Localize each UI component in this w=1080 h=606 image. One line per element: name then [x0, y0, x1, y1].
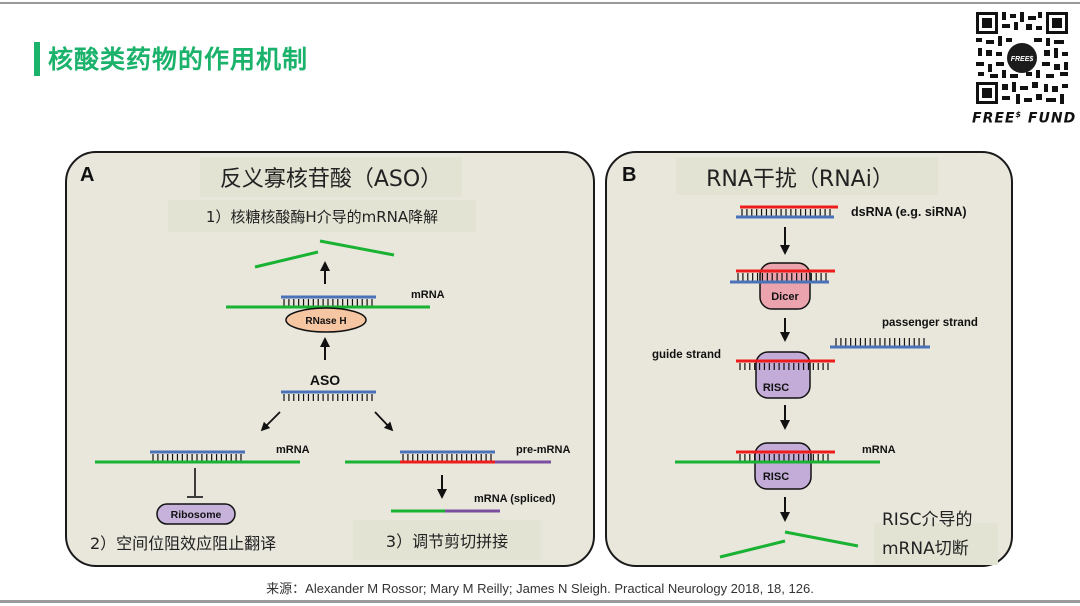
page-title: 核酸类药物的作用机制 — [48, 45, 309, 74]
qr-code-icon: FREE$ — [974, 10, 1070, 106]
cleaved-mrna-fragment — [319, 239, 395, 257]
base-pair-ticks — [283, 299, 373, 306]
rnase-h-label: RNase H — [305, 316, 346, 327]
cleavage-label-bg — [874, 523, 998, 565]
base-pair-ticks — [835, 338, 925, 346]
cleaved-mrna-fragment — [784, 530, 859, 548]
step3-label: 3）调节剪切拼接 — [386, 532, 508, 551]
dsrna-label: dsRNA (e.g. siRNA) — [851, 205, 967, 219]
step2-label: 2）空间位阻效应阻止翻译 — [90, 534, 276, 553]
cleaved-mrna-fragment — [719, 539, 786, 559]
base-pair-ticks — [739, 454, 829, 461]
base-pair-ticks — [741, 209, 831, 216]
aso-label: ASO — [310, 372, 340, 388]
risc-label: RISC — [763, 382, 789, 394]
source-citation: 来源：Alexander M Rossor; Mary M Reilly; Ja… — [266, 581, 814, 596]
panel-b-heading: RNA干扰（RNAi） — [706, 167, 894, 192]
spliced-label: mRNA (spliced) — [474, 493, 556, 505]
left-mrna-label: mRNA — [276, 444, 310, 456]
cleavage-label-line2: mRNA切断 — [882, 539, 969, 559]
top-divider — [0, 2, 1080, 4]
guide-strand-label: guide strand — [652, 349, 721, 361]
cleavage-label-line1: RISC介导的 — [882, 510, 973, 530]
step3-bg — [353, 520, 541, 560]
passenger-strand-label: passenger strand — [882, 317, 978, 329]
brand-text-left: FREE — [972, 110, 1016, 127]
brand-logo: FREE$ FUND — [972, 110, 1076, 127]
mrna-label: mRNA — [411, 289, 445, 301]
cleaved-mrna-fragment — [254, 250, 319, 269]
dicer-label: Dicer — [771, 291, 799, 303]
panel-b-letter: B — [622, 164, 636, 186]
pre-mrna-label: pre-mRNA — [516, 444, 570, 456]
panel-a-letter: A — [80, 164, 94, 186]
panel-a-heading-bg — [200, 157, 462, 197]
title-accent-bar — [34, 42, 40, 76]
bottom-divider — [0, 600, 1080, 603]
ribosome-label: Ribosome — [171, 509, 222, 521]
panel-a-heading: 反义寡核苷酸（ASO） — [220, 167, 442, 192]
panel-b-heading-bg — [676, 157, 938, 195]
panel-b: B RNA干扰（RNAi） dsRNA (e.g. siRNA) Dicer p… — [605, 151, 1013, 567]
base-pair-ticks — [283, 394, 373, 401]
base-pair-ticks — [737, 273, 827, 281]
arrow-down-left-icon — [260, 411, 281, 432]
risc-mrna-label: mRNA — [862, 444, 896, 456]
brand-dollar: $ — [1015, 110, 1023, 119]
risc-label-2: RISC — [763, 471, 789, 483]
brand-text-right: FUND — [1022, 110, 1077, 127]
qr-logo-text: FREE$ — [1011, 56, 1034, 63]
base-pair-ticks — [152, 454, 242, 461]
step1-bg — [168, 200, 476, 232]
panel-a: A 反义寡核苷酸（ASO） 1）核糖核酸酶H介导的mRNA降解 mRNA RNa… — [65, 151, 595, 567]
base-pair-ticks — [402, 454, 492, 461]
arrow-down-right-icon — [374, 411, 394, 432]
rnase-h-enzyme — [285, 307, 367, 333]
step1-label: 1）核糖核酸酶H介导的mRNA降解 — [206, 208, 438, 226]
ribosome — [156, 503, 236, 525]
base-pair-ticks — [739, 363, 829, 370]
